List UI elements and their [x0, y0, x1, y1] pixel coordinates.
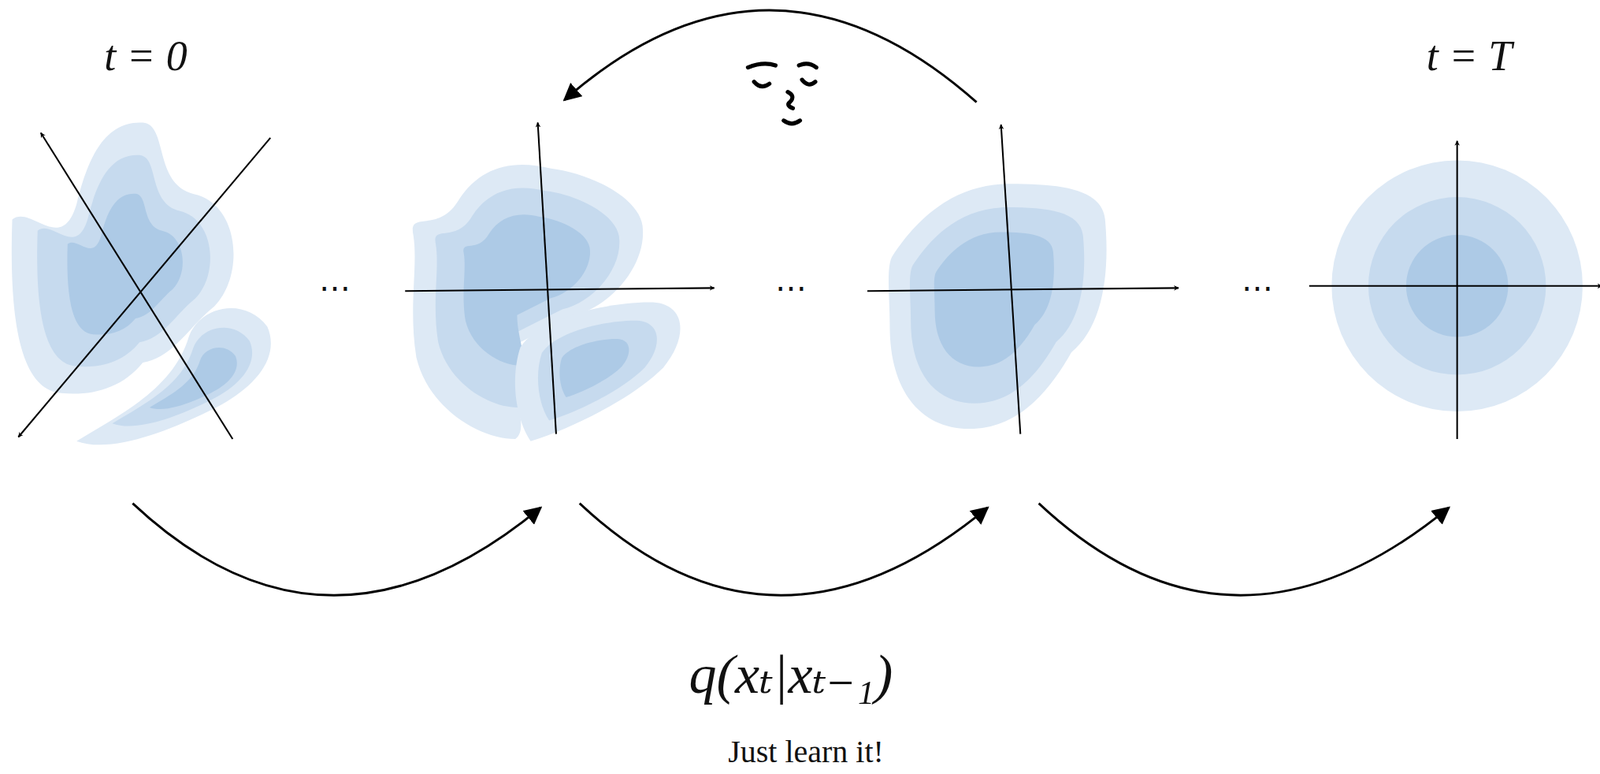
face-doodle	[747, 63, 817, 124]
time-label: t = 0	[103, 33, 187, 80]
gaussian-distribution	[1309, 141, 1600, 439]
data-distribution	[11, 122, 271, 445]
caption-note: Just learn it!	[727, 734, 884, 769]
reverse-arrow	[564, 10, 977, 103]
forward-arrows	[132, 503, 1449, 596]
noisier-distribution	[867, 124, 1179, 434]
noisy-distribution	[404, 122, 714, 442]
ellipsis: ⋯	[319, 270, 351, 306]
ellipsis: ⋯	[775, 270, 807, 306]
ellipsis: ⋯	[1241, 270, 1274, 306]
time-label: t = T	[1426, 33, 1512, 80]
transition-formula: q(xₜ|xₜ₋₁)	[689, 643, 894, 705]
